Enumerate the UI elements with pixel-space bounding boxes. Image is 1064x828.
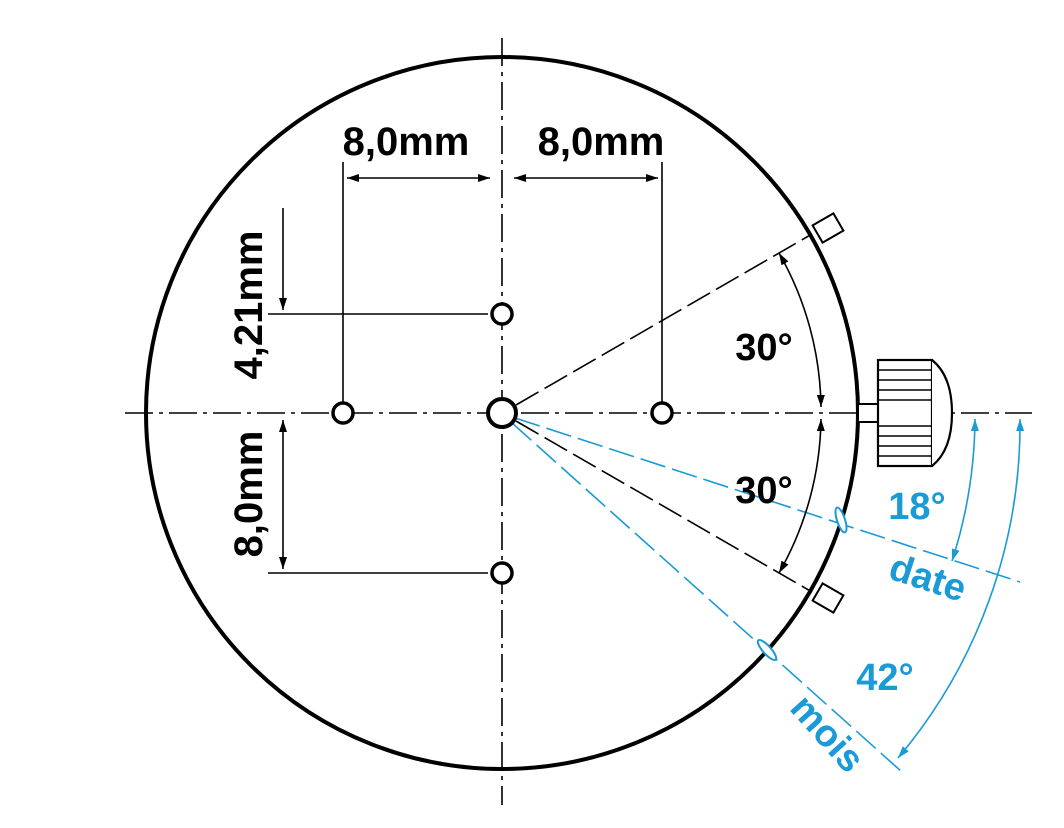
date-angle-arc [951,418,979,562]
top-hole [490,302,514,326]
bottom-hole [490,561,514,585]
month-angle-arc [897,418,1025,759]
date-marker-label: date [884,547,971,611]
upper-vertical-label: 4,21mm [227,231,271,380]
lower-pusher [811,581,845,615]
month-ray [511,422,903,773]
date-angle-label: 18° [888,486,945,528]
center-hole [486,397,518,429]
upper-pusher-ray [515,233,813,406]
left-hole [331,401,355,425]
lower-angle-arc [778,418,825,574]
upper-angle-label: 30° [735,327,792,369]
upper-pusher [811,211,845,245]
vertical-dimension [268,208,488,574]
crown [857,358,954,468]
lower-angle-label: 30° [735,470,792,512]
lower-vertical-label: 8,0mm [227,431,271,558]
date-marker [834,506,848,534]
right-hole [650,401,674,425]
horizontal-dimension [342,162,663,402]
left-spacing-label: 8,0mm [343,120,470,164]
lower-pusher-ray [515,420,813,593]
upper-angle-arc [778,252,825,408]
right-spacing-label: 8,0mm [538,120,665,164]
month-marker [756,638,778,662]
month-angle-label: 42° [856,657,913,699]
